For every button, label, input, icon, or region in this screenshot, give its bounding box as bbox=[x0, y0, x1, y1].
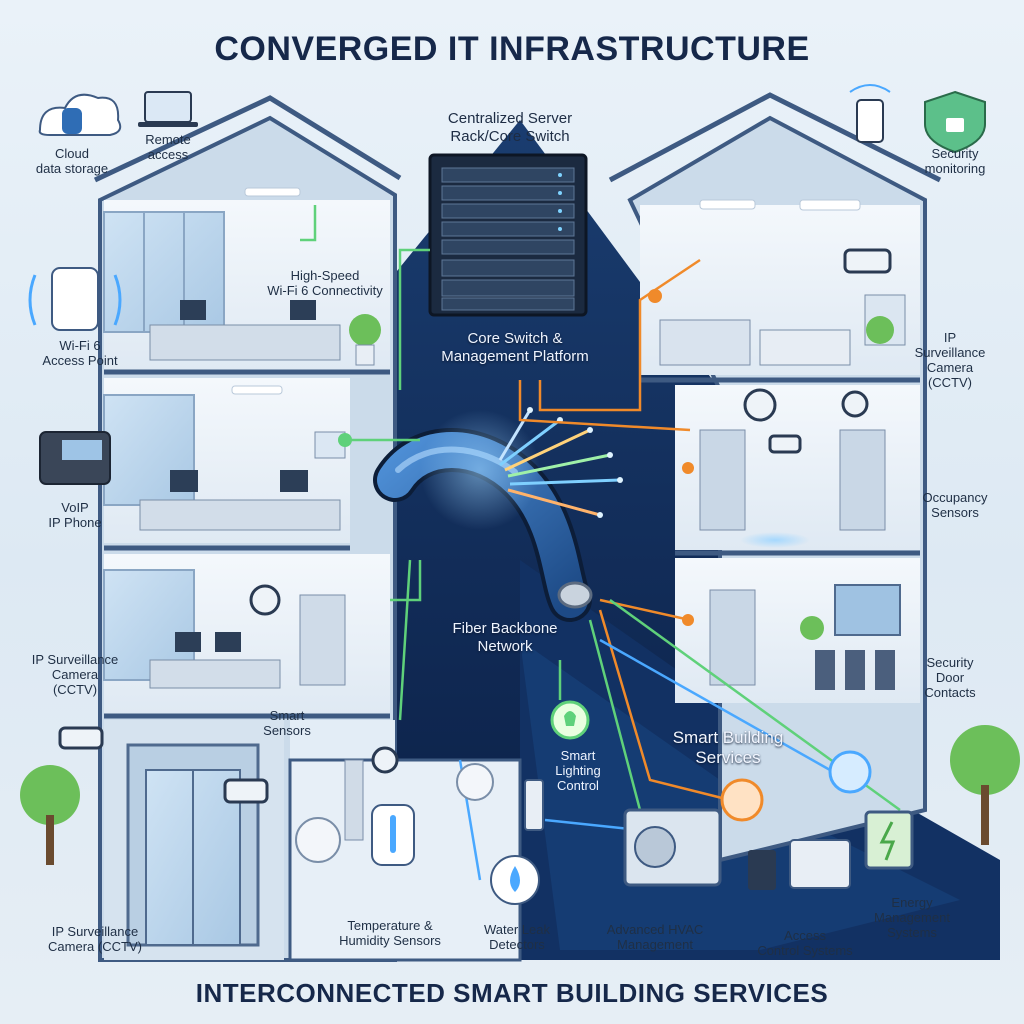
label-access-control: Access Control Systems bbox=[757, 928, 853, 958]
label-door-contacts: Security Door Contacts bbox=[924, 655, 976, 700]
water-drop-icon bbox=[456, 763, 540, 905]
voip-phone-icon bbox=[39, 431, 111, 485]
wifi-access-point-icon bbox=[28, 267, 122, 331]
left-building bbox=[93, 95, 402, 962]
label-water-leak: Water Leak Detectors bbox=[484, 922, 550, 952]
label-smart-lighting: Smart Lighting Control bbox=[555, 748, 601, 793]
page-title: CONVERGED IT INFRASTRUCTURE bbox=[214, 30, 810, 68]
fiber-cable-icon bbox=[373, 407, 623, 622]
lightbulb-icon bbox=[550, 700, 590, 740]
label-core-switch: Core Switch & Management Platform bbox=[441, 330, 589, 365]
footer-title: INTERCONNECTED SMART BUILDING SERVICES bbox=[195, 978, 829, 1008]
label-security-monitoring: Security monitoring bbox=[924, 146, 986, 176]
label-voip-phone: VoIP IP Phone bbox=[48, 500, 102, 530]
label-temperature-humidity: Temperature & Humidity Sensors bbox=[339, 918, 441, 948]
thermostat-icon bbox=[295, 804, 415, 866]
energy-battery-icon bbox=[864, 810, 914, 870]
label-wifi-access-point: Wi-Fi 6 Access Point bbox=[42, 338, 118, 368]
shield-lock-icon bbox=[924, 90, 986, 154]
label-smart-sensors: Smart Sensors bbox=[263, 708, 311, 738]
label-occupancy-sensors: Occupancy Sensors bbox=[922, 490, 988, 520]
label-server-rack: Centralized Server Rack/Core Switch bbox=[447, 110, 573, 145]
label-energy-management: Energy Management Systems bbox=[874, 895, 950, 940]
label-hvac-management: Advanced HVAC Management bbox=[606, 922, 704, 952]
hvac-control-icon bbox=[720, 750, 872, 822]
laptop-icon bbox=[138, 91, 198, 127]
label-cloud-storage: Cloud data storage bbox=[35, 146, 109, 176]
label-cctv-bottom: IP Surveillance Camera (CCTV) bbox=[48, 924, 142, 954]
label-remote-access: Remote access bbox=[145, 132, 191, 162]
label-cctv-left: IP Surveillance Camera (CCTV) bbox=[31, 652, 119, 697]
network-links bbox=[300, 205, 901, 881]
keypad-icon bbox=[524, 779, 851, 890]
plant-icon bbox=[349, 314, 894, 640]
label-cctv-right: IP Surveillance Camera (CCTV) bbox=[914, 330, 986, 390]
right-building bbox=[608, 92, 942, 863]
hvac-unit-icon bbox=[623, 808, 722, 887]
tree-icon bbox=[20, 725, 1020, 865]
label-smart-building-services: Smart Building Services bbox=[672, 728, 784, 767]
cloud-icon bbox=[38, 93, 122, 136]
server-rack-icon bbox=[428, 153, 588, 317]
phone-icon bbox=[849, 84, 891, 143]
label-wifi-connectivity: High-Speed Wi-Fi 6 Connectivity bbox=[267, 268, 383, 298]
link-nodes bbox=[338, 289, 694, 626]
label-fiber-backbone: Fiber Backbone Network bbox=[452, 620, 558, 655]
cctv-camera-icon bbox=[58, 248, 892, 804]
